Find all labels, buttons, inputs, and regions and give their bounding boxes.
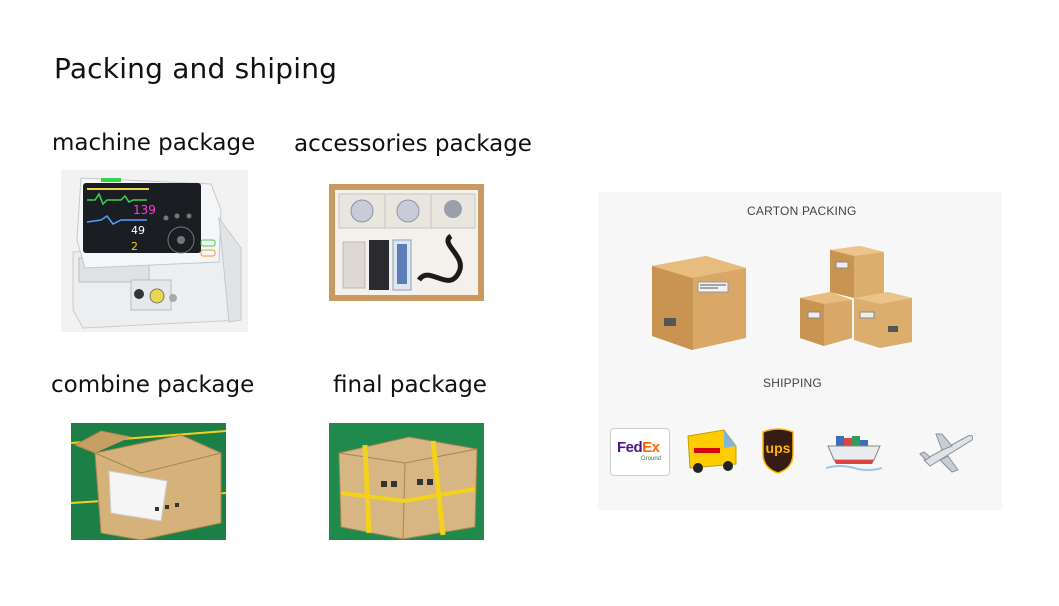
machine-package-label: machine package bbox=[52, 130, 256, 156]
resp-value: 2 bbox=[131, 240, 138, 253]
fedex-logo: FedEx Ground bbox=[610, 428, 670, 476]
combine-package-image bbox=[71, 423, 226, 540]
accessories-package-label: accessories package bbox=[294, 131, 532, 157]
page-title: Packing and shiping bbox=[54, 52, 338, 85]
carton-boxes-image bbox=[652, 246, 912, 350]
cargo-ship-icon bbox=[826, 436, 882, 471]
dhl-van-icon bbox=[687, 429, 737, 473]
ups-shield-logo: ups bbox=[761, 428, 795, 474]
shipping-heading: SHIPPING bbox=[763, 376, 822, 390]
airplane-icon bbox=[919, 433, 973, 473]
final-package-label: final package bbox=[333, 372, 487, 398]
carton-shipping-panel: CARTON PACKING SHIPPING FedEx Ground bbox=[598, 192, 1002, 510]
machine-package-image: 139 49 2 bbox=[61, 170, 248, 332]
spo2-value: 49 bbox=[131, 224, 145, 237]
carton-packing-heading: CARTON PACKING bbox=[747, 204, 857, 218]
combine-package-label: combine package bbox=[51, 372, 255, 398]
final-package-image bbox=[329, 423, 484, 540]
accessories-package-image bbox=[329, 184, 484, 301]
heart-rate-value: 139 bbox=[133, 203, 156, 217]
